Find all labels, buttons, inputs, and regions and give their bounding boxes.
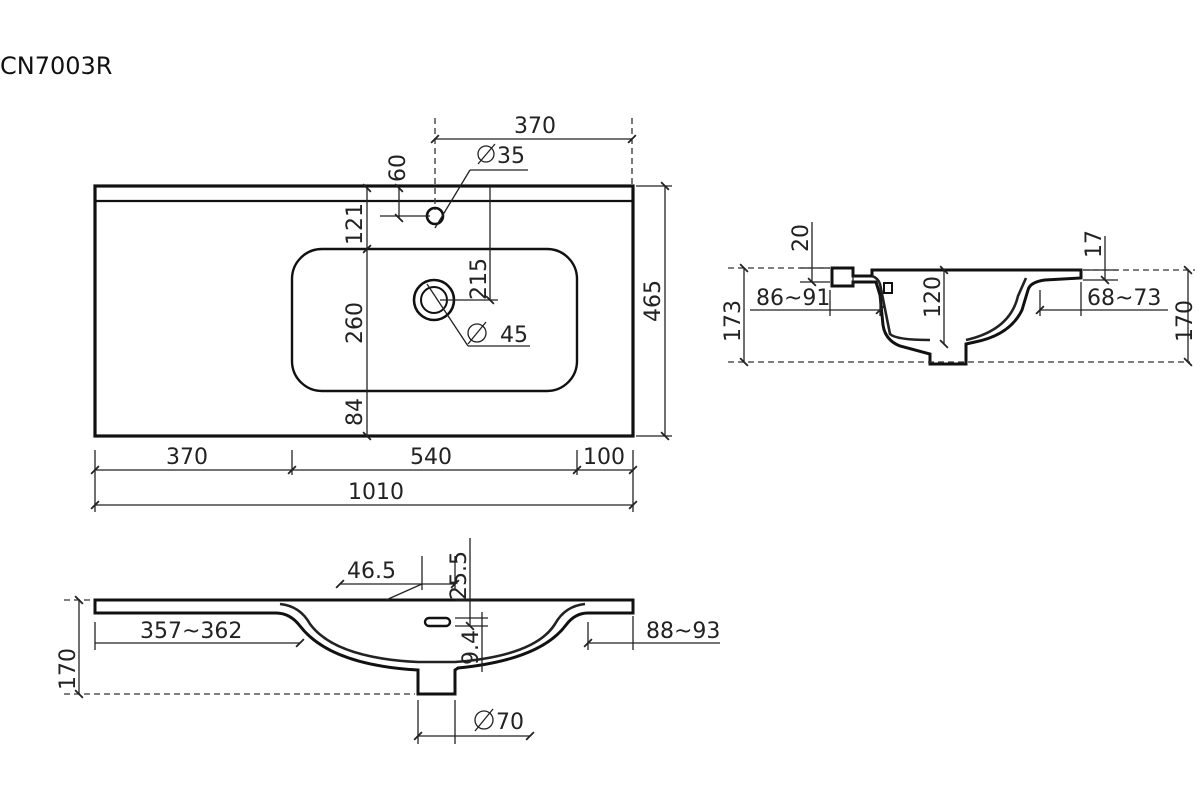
dim-overflow-slot: 9.4 — [459, 630, 484, 665]
dim-bowl-depth: 260 — [343, 302, 368, 344]
dim-right: 100 — [583, 445, 625, 470]
dim-rim-to-bowl: 121 — [343, 203, 368, 245]
dim-front-margin: 84 — [343, 398, 368, 426]
dim-back-rim: 20 — [789, 224, 814, 252]
overflow-slot — [423, 616, 452, 628]
dim-drain-hole: 45 — [500, 323, 528, 348]
dim-bowl-width: 540 — [410, 445, 452, 470]
dim-height: 170 — [56, 648, 81, 690]
dim-left-inset: 357~362 — [140, 619, 242, 644]
side-view: 20 17 173 86~91 120 68~73 170 — [721, 222, 1198, 367]
dim-left: 370 — [166, 445, 208, 470]
dim-inner-depth: 120 — [921, 276, 946, 318]
dim-front-rim: 17 — [1082, 230, 1107, 258]
dim-drain-offset: 215 — [467, 258, 492, 300]
front-view: 46.5 25.5 9.4 357~362 88~93 170 70 — [56, 538, 720, 744]
dim-overflow-offset: 46.5 — [347, 559, 396, 584]
dim-tap-from-edge: 60 — [386, 154, 411, 182]
dim-right-inset: 88~93 — [646, 619, 720, 644]
side-profile — [830, 266, 1083, 366]
dim-front-inset: 68~73 — [1087, 286, 1161, 311]
model-code: CN7003R — [0, 52, 112, 80]
dim-back-inset: 86~91 — [756, 286, 830, 311]
bowl-outline — [290, 247, 579, 393]
dim-tap-hole: 35 — [497, 144, 525, 169]
dim-total-depth: 465 — [641, 280, 666, 322]
front-profile — [93, 598, 635, 696]
dim-left-height: 173 — [721, 300, 746, 342]
dim-total-width: 1010 — [348, 480, 404, 505]
dim-drain-diameter: 70 — [496, 710, 524, 735]
diameter-symbol — [477, 145, 495, 163]
top-view: 370 35 60 121 260 84 215 45 465 — [90, 114, 672, 512]
dim-tap-offset: 370 — [514, 114, 556, 139]
dim-right-height: 170 — [1173, 300, 1198, 342]
dim-overflow-height: 25.5 — [447, 551, 472, 600]
